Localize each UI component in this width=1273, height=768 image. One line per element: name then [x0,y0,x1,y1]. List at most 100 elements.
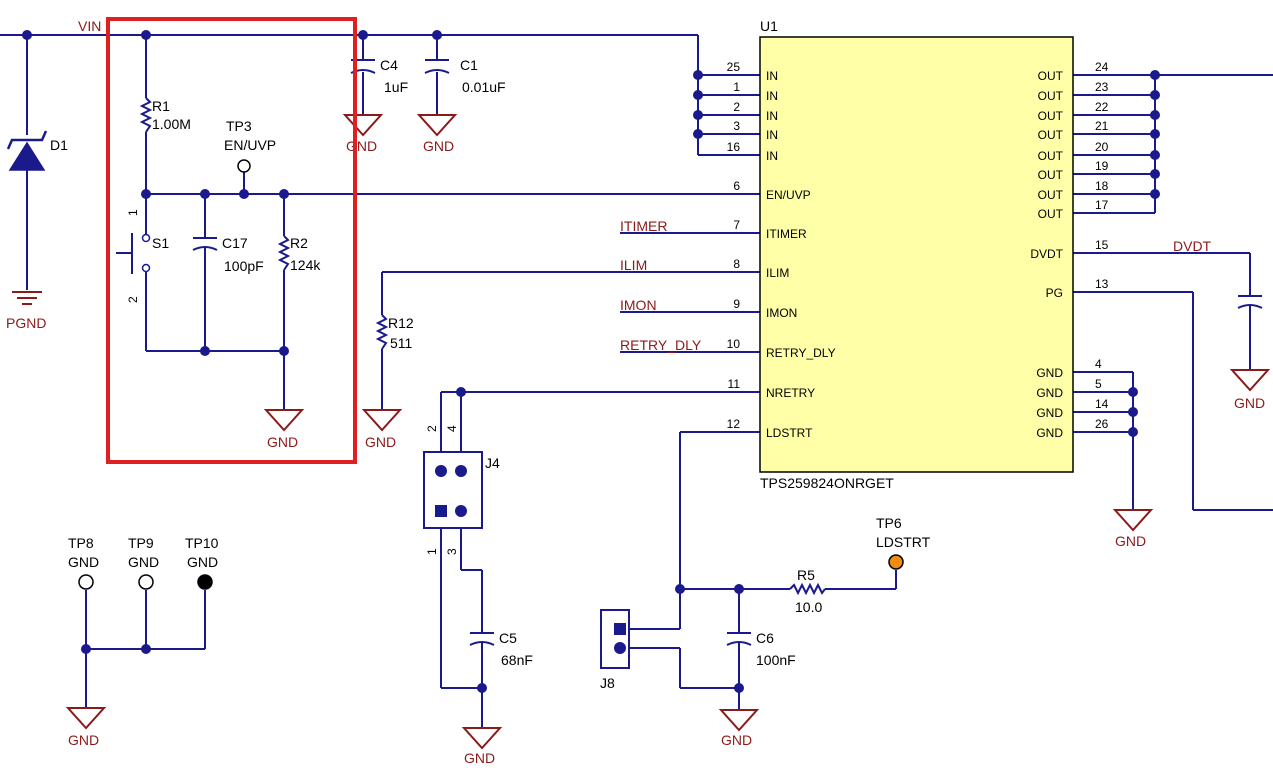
ic-pin-num: 18 [1095,179,1109,193]
ic-pin-num: 25 [727,60,741,74]
ic-pin-num: 17 [1095,198,1109,212]
gnd-tp: GND [65,707,107,748]
ic-u1[interactable]: U1 TPS259824ONRGET 25IN1IN2IN3IN16IN6EN/… [727,18,1109,491]
ic-pin-num: 23 [1095,80,1109,94]
ic-pin-num: 11 [728,377,741,391]
ic-pin-num: 8 [733,257,740,271]
tp6-label: LDSTRT [876,534,931,550]
ic-pin-name: OUT [1038,207,1064,221]
capacitor-c6[interactable]: C6 100nF [726,630,796,668]
ic-pin-num: 21 [1095,119,1109,133]
tp9-label: GND [128,554,159,570]
tp8-label: GND [68,554,99,570]
r12-ref: R12 [388,315,414,331]
ic-pin-num: 4 [1095,357,1102,371]
j4-ref: J4 [485,455,500,471]
tp10-label: GND [187,554,218,570]
capacitor-c5[interactable]: C5 68nF [469,630,533,668]
j8-ref: J8 [600,675,615,691]
testpoint-tp8[interactable]: TP8 GND [68,535,99,590]
gnd-c5: GND [461,727,503,766]
r12-value: 511 [390,335,413,351]
ic-pin-name: NRETRY [766,386,815,400]
ic-pin-name: DVDT [1030,247,1063,261]
c6-value: 100nF [756,652,796,668]
resistor-r2[interactable]: R2 124k [277,235,321,273]
testpoint-tp10[interactable]: TP10 GND [185,535,219,590]
svg-text:GND: GND [1115,533,1146,549]
highlight-box [106,17,357,464]
svg-text:GND: GND [721,732,752,748]
net-retry-dly: RETRY_DLY [620,337,702,353]
wires [0,34,1273,728]
jumper-j8[interactable]: J8 [600,609,630,691]
capacitor-c4[interactable]: C4 1uF [350,57,408,95]
ic-pin-num: 3 [733,119,740,133]
capacitor-c17[interactable]: C17 100pF [192,235,264,274]
c17-ref: C17 [222,235,248,251]
svg-text:GND: GND [464,750,495,766]
svg-text:GND: GND [365,434,396,450]
j4-pin2: 2 [425,425,439,432]
ic-pin-num: 10 [727,337,741,351]
resistor-r1[interactable]: R1 1.00M [139,97,191,133]
capacitor-c1[interactable]: C1 0.01uF [424,57,506,95]
r1-ref: R1 [152,98,170,114]
tp3-label: EN/UVP [224,137,276,153]
d1-ref: D1 [50,137,68,153]
r2-value: 124k [290,257,321,273]
tp3-ref: TP3 [226,118,252,134]
ic-ref: U1 [760,18,778,34]
ic-pin-num: 26 [1095,417,1109,431]
ic-pin-name: OUT [1038,188,1064,202]
ic-pin-num: 12 [727,417,741,431]
jumper-j4[interactable]: J4 2 4 1 3 [423,425,500,555]
junctions [22,30,1160,693]
ic-pin-name: LDSTRT [766,426,813,440]
pgnd-label: PGND [6,315,46,331]
ic-pin-num: 20 [1095,140,1109,154]
gnd-c1: GND [416,114,458,154]
net-dvdt: DVDT [1173,238,1212,254]
r5-ref: R5 [797,567,815,583]
gnd-c6: GND [718,709,760,748]
ic-pin-name: GND [1036,426,1063,440]
r5-value: 10.0 [795,599,822,615]
gnd-r12: GND [361,409,403,450]
ic-pin-name: OUT [1038,89,1064,103]
testpoint-tp3[interactable]: TP3 EN/UVP [224,118,276,173]
net-imon: IMON [620,297,657,313]
net-labels: VIN ITIMER ILIM IMON RETRY_DLY DVDT [78,18,1212,353]
ic-pin-num: 2 [733,100,740,114]
gnd-r2: GND [263,409,305,450]
r1-value: 1.00M [152,116,191,132]
j4-pin3: 3 [445,548,459,555]
diode-d1[interactable]: D1 [6,130,68,171]
testpoint-tp6[interactable]: TP6 LDSTRT [876,515,931,570]
c5-ref: C5 [499,630,517,646]
resistor-r5[interactable]: R5 10.0 [789,567,826,615]
tp6-ref: TP6 [876,515,902,531]
resistor-r12[interactable]: R12 511 [375,314,414,351]
ic-pin-name: OUT [1038,69,1064,83]
ic-pin-num: 24 [1095,60,1109,74]
c6-ref: C6 [756,630,774,646]
ic-pin-num: 5 [1095,377,1102,391]
tp8-ref: TP8 [68,535,94,551]
ic-pin-num: 7 [733,218,740,232]
switch-s1[interactable]: S1 1 2 [116,209,169,303]
j4-pin1: 1 [425,548,439,555]
capacitor-dvdt[interactable] [1237,295,1263,309]
c4-value: 1uF [384,79,408,95]
svg-text:GND: GND [346,138,377,154]
j4-pin4: 4 [445,425,459,432]
testpoint-tp9[interactable]: TP9 GND [128,535,159,590]
ic-pin-name: RETRY_DLY [766,346,836,360]
pgnd-symbol: PGND [6,291,46,331]
ic-pin-name: IN [766,69,778,83]
net-vin: VIN [78,18,101,34]
ic-pin-name: GND [1036,386,1063,400]
gnd-ic: GND [1112,509,1154,549]
svg-text:GND: GND [1234,395,1265,411]
